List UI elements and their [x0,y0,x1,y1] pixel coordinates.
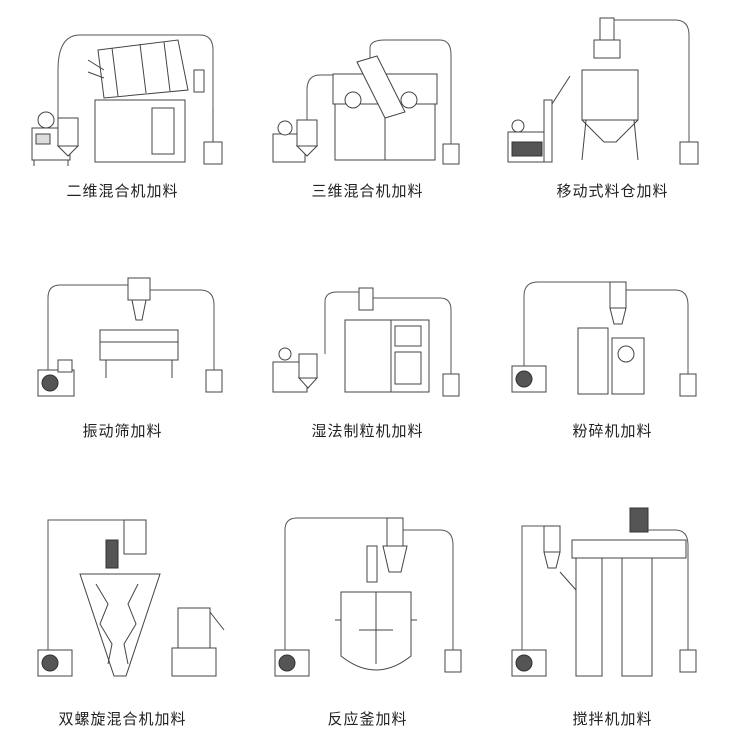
suction-hose [48,520,124,650]
vacuum-pump [512,650,546,676]
vacuum-pump [275,650,309,676]
suction-hose [614,20,689,142]
vibrating-sieve [100,278,178,378]
cell-pulverizer: 粉碎机加料 [490,250,735,500]
diagram-3d-mixer [245,0,490,210]
diagram-2d-mixer [0,0,245,210]
vacuum-conveyor-unit [32,112,78,166]
feed-bucket [680,374,696,396]
pulverizer-machine [578,282,644,394]
mixer-machine [88,40,204,162]
vacuum-pump [38,360,74,396]
cell-agitator: 搅拌机加料 [490,500,735,750]
suction-hose [307,40,451,144]
label-mobile-silo: 移动式料仓加料 [556,182,669,200]
label-reactor: 反应釜加料 [327,710,408,728]
label-vibrating-sieve: 振动筛加料 [82,422,163,440]
suction-hose [524,282,688,374]
diagram-wet-granulator [245,250,490,460]
mixer-machine [333,56,437,160]
diagram-reactor [245,500,490,710]
auxiliary-machine [172,608,224,676]
label-2d-mixer: 二维混合机加料 [66,182,179,200]
label-wet-granulator: 湿法制粒机加料 [311,422,424,440]
silo-vessel [552,18,638,160]
feed-bucket [443,144,459,164]
suction-hose [522,526,688,650]
suction-hose [58,35,213,118]
diagram-double-helix-mixer [0,500,245,710]
label-3d-mixer: 三维混合机加料 [311,182,424,200]
vacuum-conveyor-unit [273,348,317,392]
vacuum-conveyor-unit [273,120,317,162]
cell-2d-mixer: 二维混合机加料 [0,0,245,250]
cell-3d-mixer: 三维混合机加料 [245,0,490,250]
vacuum-pump [512,366,546,392]
cell-double-helix-mixer: 双螺旋混合机加料 [0,500,245,750]
helix-mixer [80,520,160,676]
suction-hose [285,518,453,650]
suction-hose [325,292,451,374]
diagram-agitator [490,500,735,710]
cell-wet-granulator: 湿法制粒机加料 [245,250,490,500]
feed-bucket [680,650,696,672]
cell-mobile-silo: 移动式料仓加料 [490,0,735,250]
control-cabinet [508,100,552,162]
diagram-mobile-silo [490,0,735,210]
reactor-vessel [335,518,417,670]
label-double-helix-mixer: 双螺旋混合机加料 [58,710,187,728]
label-pulverizer: 粉碎机加料 [572,422,653,440]
feed-bucket [680,142,698,164]
feed-bucket [443,374,459,396]
feed-bucket [204,108,222,164]
feed-bucket [445,650,461,672]
diagram-vibrating-sieve [0,250,245,460]
granulator-machine [345,288,429,392]
diagram-pulverizer [490,250,735,460]
suction-hose [48,285,214,370]
cell-reactor: 反应釜加料 [245,500,490,750]
vacuum-pump [38,650,72,676]
cell-vibrating-sieve: 振动筛加料 [0,250,245,500]
agitator-machine [544,508,686,676]
label-agitator: 搅拌机加料 [572,710,653,728]
feed-bucket [206,370,222,392]
